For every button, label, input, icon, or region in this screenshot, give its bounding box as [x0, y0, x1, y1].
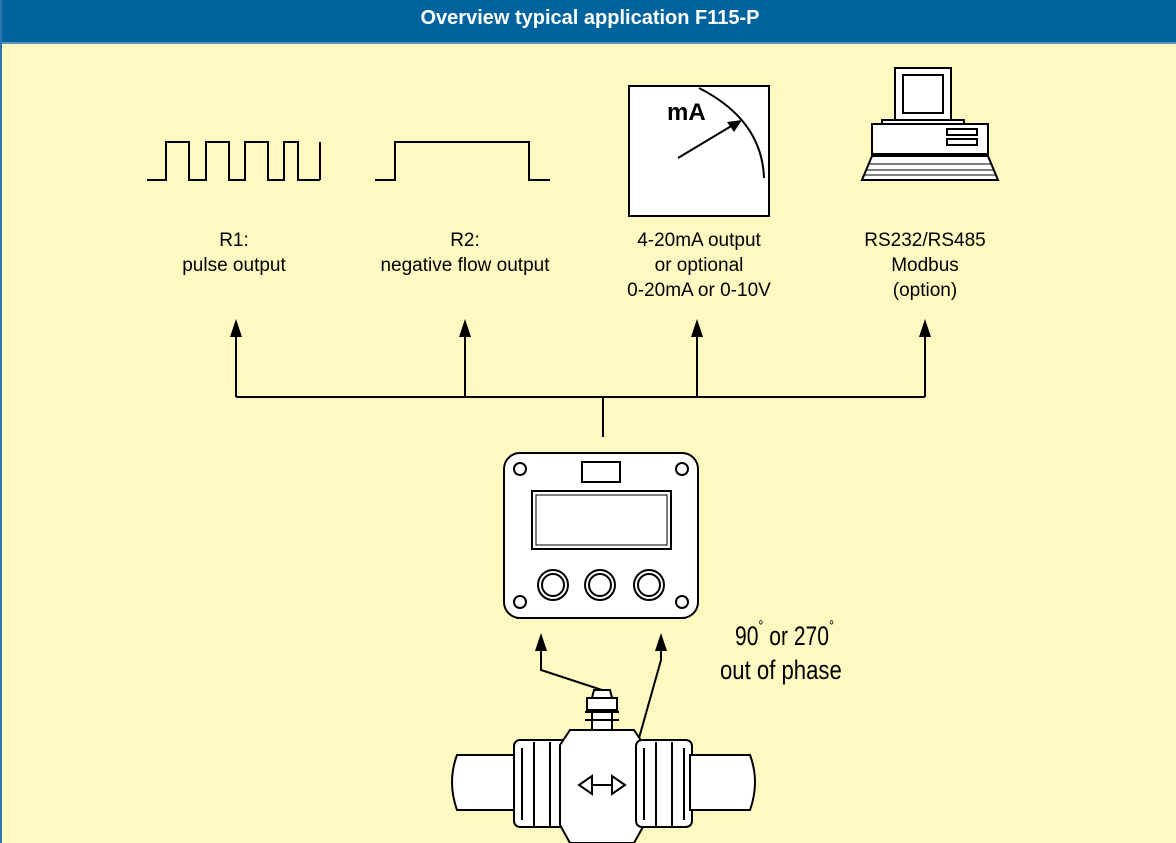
comms-interface-label: RS232/RS485 [864, 230, 985, 251]
phase-description-label: out of phase [720, 656, 842, 686]
flow-indicator-device-icon [503, 452, 699, 619]
r1-title-label: R1: [219, 230, 249, 251]
pulse-train-icon [147, 141, 321, 181]
r1-description-label: pulse output [182, 255, 286, 276]
page-title: Overview typical application F115-P [420, 7, 760, 29]
r2-title-label: R2: [450, 230, 480, 251]
flowmeter-sensor-icon [451, 689, 756, 843]
meter-unit-label: mA [667, 99, 706, 126]
keypad-buttons [537, 569, 665, 601]
comms-protocol-label: Modbus [891, 255, 959, 276]
comms-option-label: (option) [893, 280, 957, 301]
computer-icon [860, 67, 1000, 181]
sensor-signal-lines [535, 633, 667, 771]
analog-range-label: 0-20mA or 0-10V [627, 280, 771, 301]
title-bar: Overview typical application F115-P [2, 0, 1176, 44]
phase-angle-label: 90° or 270° [735, 618, 834, 652]
milliamp-meter-icon: mA [628, 85, 770, 217]
output-bus-lines [230, 319, 931, 437]
analog-output-label: 4-20mA output [637, 230, 761, 251]
analog-option-label: or optional [655, 255, 744, 276]
r2-description-label: negative flow output [380, 255, 550, 276]
r2-arrow-icon [459, 319, 471, 337]
comms-arrow-icon [919, 319, 931, 337]
r1-arrow-icon [230, 319, 242, 337]
single-pulse-icon [375, 141, 550, 181]
analog-arrow-icon [691, 319, 703, 337]
